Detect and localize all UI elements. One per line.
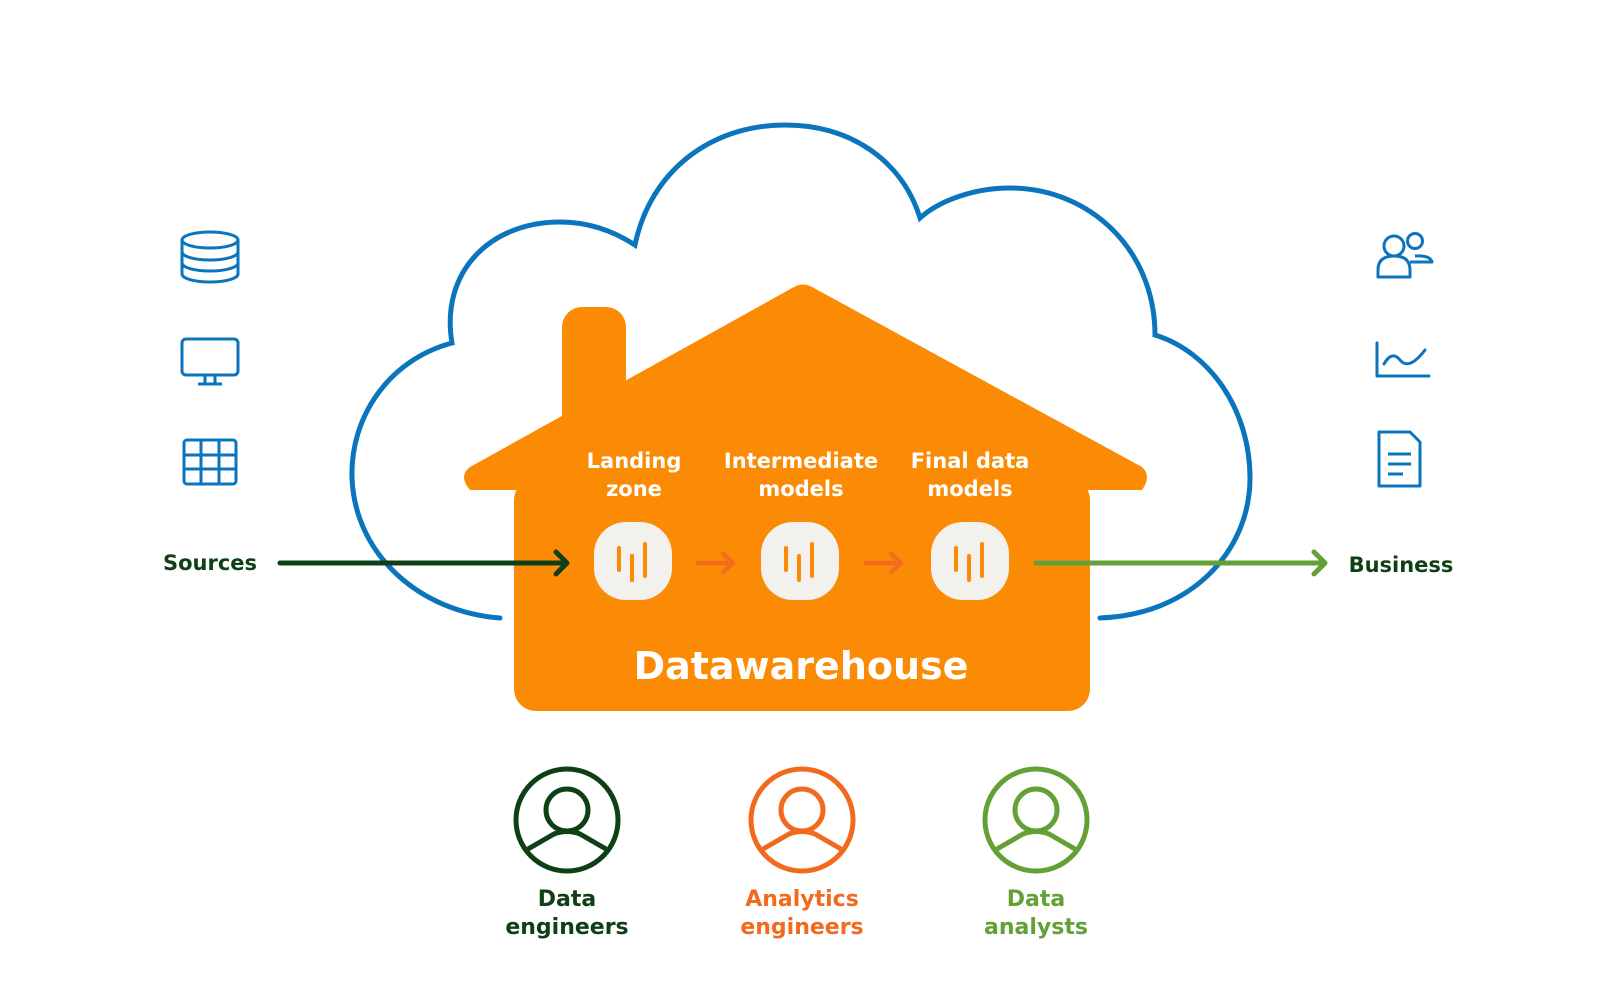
- role-data-engineers-line1: Data: [538, 887, 596, 912]
- role-data-analysts-line1: Data: [1007, 887, 1065, 912]
- monitor-icon: [180, 337, 240, 386]
- pipeline-arrow-2: [863, 551, 904, 575]
- role-icon-data-engineers: [513, 766, 621, 874]
- role-icon-analytics-engineers: [748, 766, 856, 874]
- role-icon-data-analysts: [982, 766, 1090, 874]
- business-label: Business: [1349, 553, 1454, 577]
- line-chart-icon: [1375, 341, 1431, 378]
- role-data-engineers-line2: engineers: [505, 915, 628, 940]
- pipeline-arrow-1: [695, 551, 736, 575]
- role-data-analysts-line2: analysts: [984, 915, 1088, 940]
- business-arrow: [1033, 549, 1328, 577]
- stage-landing-line2: zone: [606, 477, 662, 501]
- role-analytics-engineers-line2: engineers: [740, 915, 863, 940]
- stage-landing-line1: Landing: [587, 449, 682, 473]
- sources-label: Sources: [163, 551, 257, 575]
- model-icon-final: [931, 522, 1009, 600]
- stage-final-line1: Final data: [911, 449, 1030, 473]
- house-roof: [464, 284, 1147, 490]
- stage-intermediate-line1: Intermediate: [724, 449, 878, 473]
- users-icon: [1376, 232, 1434, 279]
- document-icon: [1377, 430, 1422, 488]
- table-grid-icon: [182, 438, 238, 486]
- database-icon: [180, 230, 240, 284]
- model-icon-landing: [594, 522, 672, 600]
- stage-final-line2: models: [927, 477, 1012, 501]
- sources-arrow: [277, 549, 570, 577]
- model-icon-intermediate: [761, 522, 839, 600]
- stage-intermediate-line2: models: [758, 477, 843, 501]
- role-analytics-engineers-line1: Analytics: [745, 887, 859, 912]
- warehouse-title: Datawarehouse: [634, 644, 969, 688]
